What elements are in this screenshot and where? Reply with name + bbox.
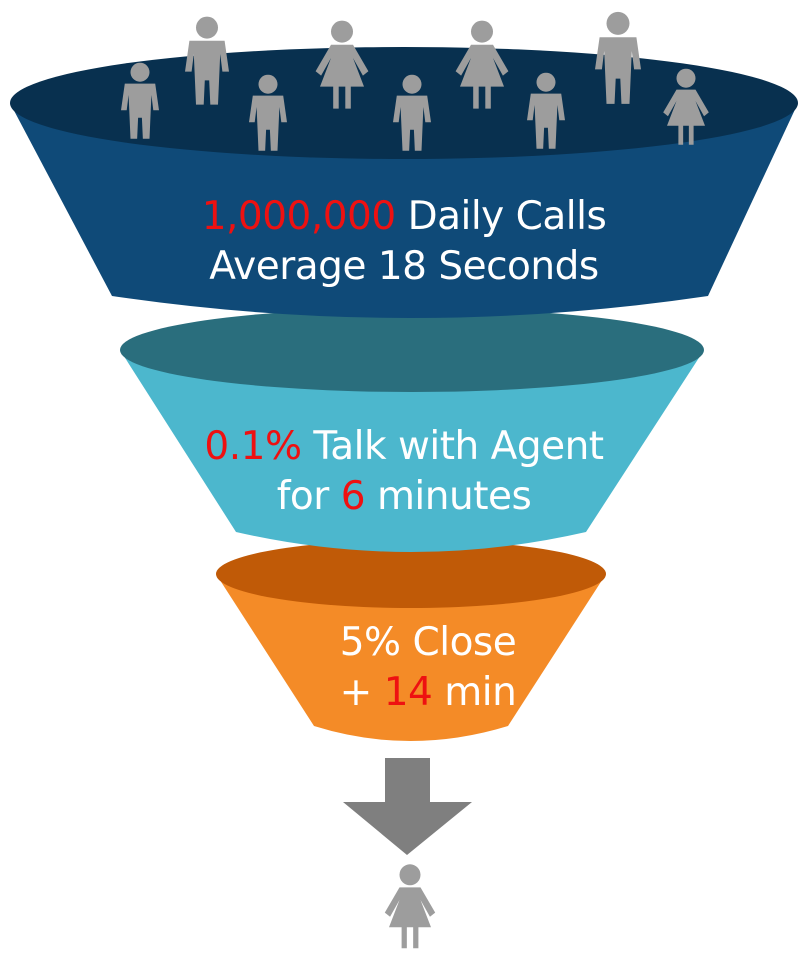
stage-bottom-body [216,574,606,741]
funnel-stage-bottom [216,540,606,741]
person-female-icon [384,864,436,949]
daily-calls-label: Daily Calls [395,194,607,239]
stage-middle-line1: 0.1% Talk with Agent [0,422,808,472]
stage-middle-rim [120,308,704,392]
for-label: for [276,473,341,519]
min-label: min [432,669,517,715]
stage-top-body [10,103,798,318]
agent-percentage: 0.1% [204,424,302,469]
funnel-stage-middle [120,308,704,552]
daily-calls-count: 1,000,000 [201,194,397,239]
stage-bottom-label: 5% Close + 14 min [24,618,808,718]
talk-with-agent-label: Talk with Agent [301,424,604,469]
stage-top-line1: 1,000,000 Daily Calls [0,192,808,242]
down-arrow-icon [343,758,472,855]
stage-top-label: 1,000,000 Daily Calls Average 18 Seconds [0,192,808,292]
stage-bottom-line2: + 14 min [24,668,808,718]
stage-bottom-rim [216,540,606,608]
stage-middle-body [120,350,704,552]
stage-middle-label: 0.1% Talk with Agent for 6 minutes [0,422,808,522]
minutes-label: minutes [365,473,532,519]
average-duration-label: Average 18 Seconds [209,243,599,289]
close-rate-label: 5% Close [339,620,517,665]
stage-middle-line2: for 6 minutes [0,472,808,522]
agent-minutes: 6 [340,473,366,519]
close-minutes: 14 [383,669,433,715]
plus-label: + [339,669,384,715]
